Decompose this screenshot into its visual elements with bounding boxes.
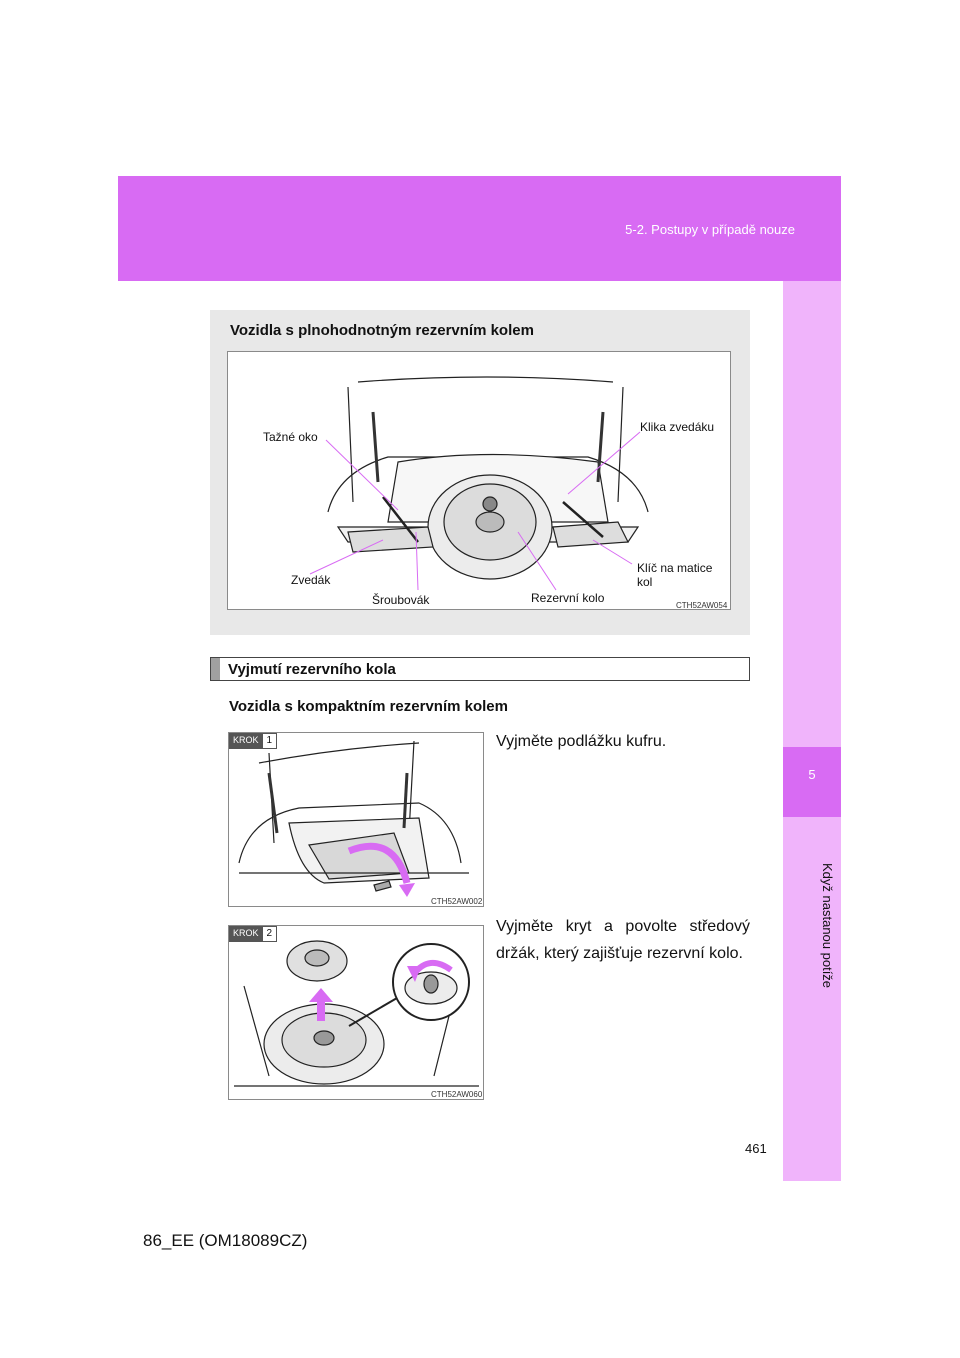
chapter-tab[interactable]: 5 Když nastanou potíže xyxy=(783,281,841,1181)
chapter-number: 5 xyxy=(783,747,841,817)
step-2-figure-code: CTH52AW060 xyxy=(431,1090,483,1099)
callout-jack-handle: Klika zvedáku xyxy=(640,420,715,434)
section-title: 5-2. Postupy v případě nouze xyxy=(625,222,795,237)
step-2-text: Vyjměte kryt a povolte středový držák, k… xyxy=(496,918,750,962)
info-box-title: Vozidla s plnohodnotným rezervním kolem xyxy=(230,322,534,339)
callout-jack: Zvedák xyxy=(291,573,331,587)
step-1-text: Vyjměte podlážku kufru. xyxy=(496,733,667,750)
callout-spare-wheel: Rezervní kolo xyxy=(531,591,605,605)
section-heading-bar: Vyjmutí rezervního kola xyxy=(210,657,750,681)
step-2-illustration: KROK 2 CTH52AW060 xyxy=(228,925,484,1100)
step-1-drawing xyxy=(238,740,469,897)
step-2-label: KROK xyxy=(229,926,263,942)
step-1-label: KROK xyxy=(229,733,263,749)
footer-code: 86_EE (OM18089CZ) xyxy=(143,1231,308,1250)
header-band: 5-2. Postupy v případě nouze xyxy=(118,176,841,281)
step-1-badge: KROK 1 xyxy=(229,733,278,749)
callout-tow-eye: Tažné oko xyxy=(263,430,318,444)
subheading: Vozidla s kompaktním rezervním kolem xyxy=(229,698,508,715)
trunk-tools-illustration: Tažné oko Klika zvedáku Zvedák Klíč na m… xyxy=(227,351,731,610)
trunk-illustration-drawing xyxy=(309,376,649,591)
step-2-badge: KROK 2 xyxy=(229,926,278,942)
chapter-label: Když nastanou potíže xyxy=(820,863,835,989)
step-2-number: 2 xyxy=(262,926,278,942)
full-spare-info-box: Vozidla s plnohodnotným rezervním kolem xyxy=(210,310,750,635)
step-1-number: 1 xyxy=(262,733,278,749)
section-heading: Vyjmutí rezervního kola xyxy=(228,661,396,678)
step-1-figure-code: CTH52AW002 xyxy=(431,897,483,906)
step-1-illustration: KROK 1 CTH52AW002 xyxy=(228,732,484,907)
page-number: 461 xyxy=(745,1141,767,1156)
figure-code: CTH52AW054 xyxy=(676,601,728,610)
section-marker xyxy=(211,658,220,680)
callout-lug-wrench: Klíč na matice kol xyxy=(637,561,713,589)
callout-screwdriver: Šroubovák xyxy=(372,593,430,607)
step-2-drawing xyxy=(234,940,479,1087)
